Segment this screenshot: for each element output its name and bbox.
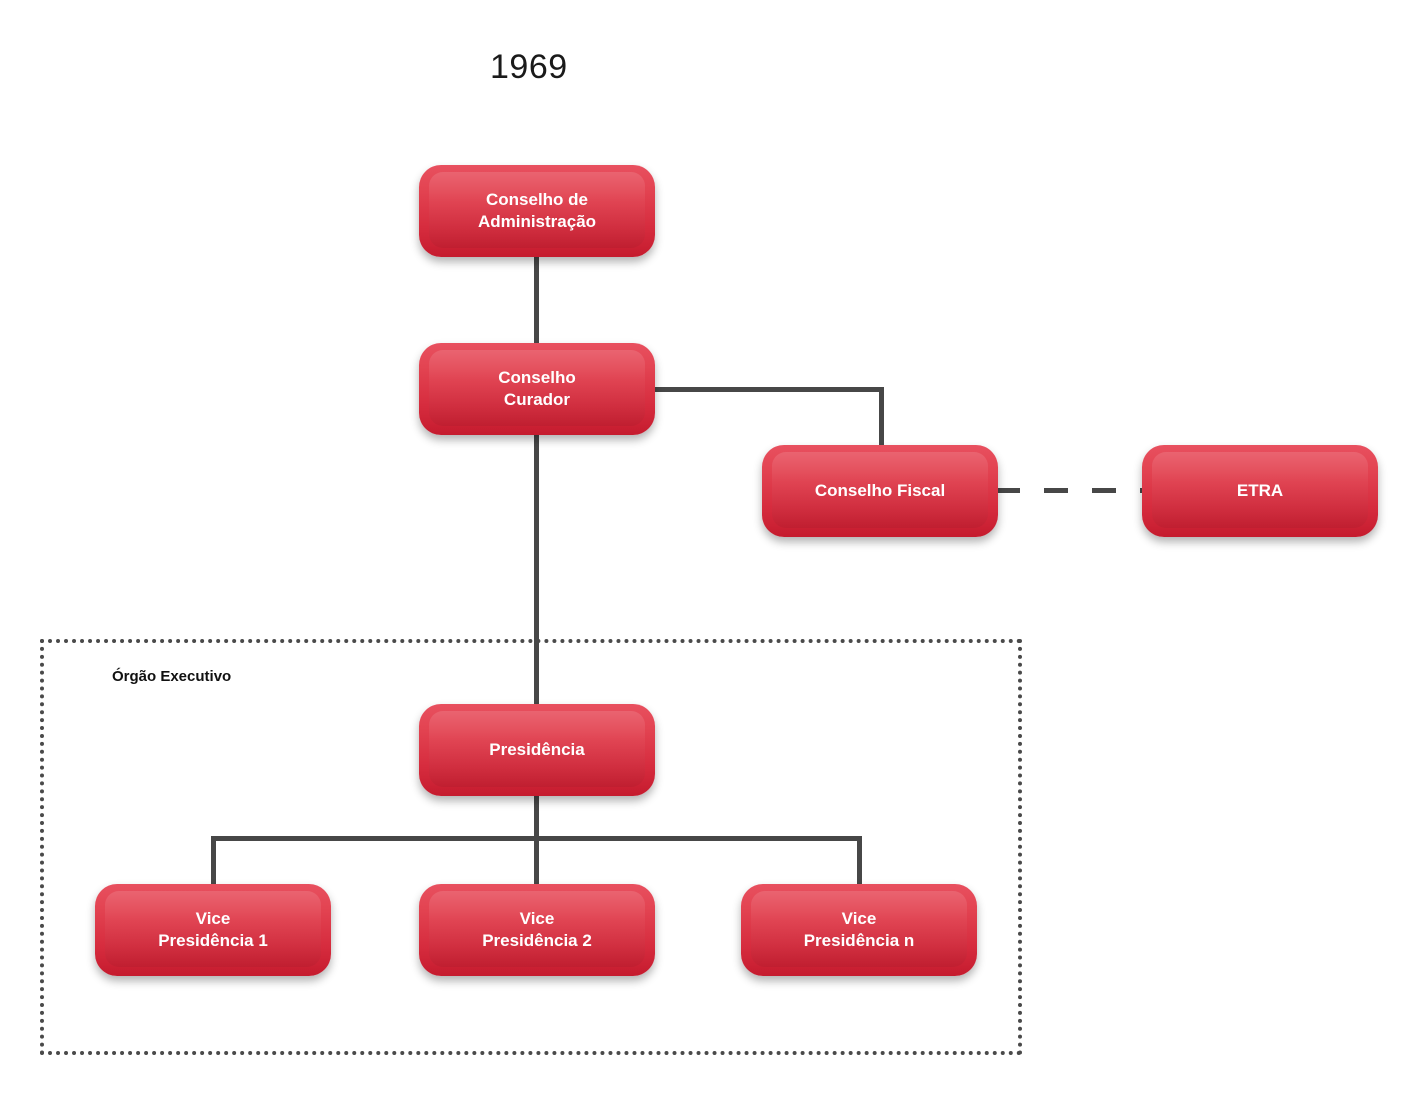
connector-administracao-to-curador bbox=[534, 255, 539, 345]
node-label: ETRA bbox=[1236, 480, 1284, 500]
node-label: Vice Presidência n bbox=[803, 908, 915, 950]
connector-curador-to-fiscal-horizontal bbox=[653, 387, 884, 392]
connector-drop-vice-1 bbox=[211, 836, 216, 886]
node-label: Conselho de Administração bbox=[477, 189, 597, 231]
node-vice-presidencia-n[interactable]: Vice Presidência n bbox=[741, 884, 977, 976]
connector-curador-to-fiscal-vertical bbox=[879, 387, 884, 447]
connector-drop-vice-n bbox=[857, 836, 862, 886]
node-label: Vice Presidência 2 bbox=[482, 908, 592, 950]
node-label: Presidência bbox=[489, 739, 585, 759]
node-conselho-fiscal[interactable]: Conselho Fiscal bbox=[762, 445, 998, 537]
node-etra[interactable]: ETRA bbox=[1142, 445, 1378, 537]
node-conselho-administracao[interactable]: Conselho de Administração bbox=[419, 165, 655, 257]
node-vice-presidencia-2[interactable]: Vice Presidência 2 bbox=[419, 884, 655, 976]
group-container-orgao-executivo bbox=[40, 639, 1022, 1055]
node-presidencia[interactable]: Presidência bbox=[419, 704, 655, 796]
page-title: 1969 bbox=[490, 48, 568, 86]
group-label-orgao-executivo: Órgão Executivo bbox=[112, 668, 232, 685]
connector-drop-vice-2 bbox=[534, 836, 539, 886]
node-conselho-curador[interactable]: Conselho Curador bbox=[419, 343, 655, 435]
node-label: Vice Presidência 1 bbox=[158, 908, 268, 950]
connector-curador-to-presidencia bbox=[534, 433, 539, 706]
node-label: Conselho Fiscal bbox=[814, 480, 946, 500]
connector-presidencia-drop bbox=[534, 794, 539, 840]
connector-fiscal-to-etra-dashed bbox=[996, 488, 1144, 493]
node-label: Conselho Curador bbox=[498, 367, 576, 409]
node-vice-presidencia-1[interactable]: Vice Presidência 1 bbox=[95, 884, 331, 976]
